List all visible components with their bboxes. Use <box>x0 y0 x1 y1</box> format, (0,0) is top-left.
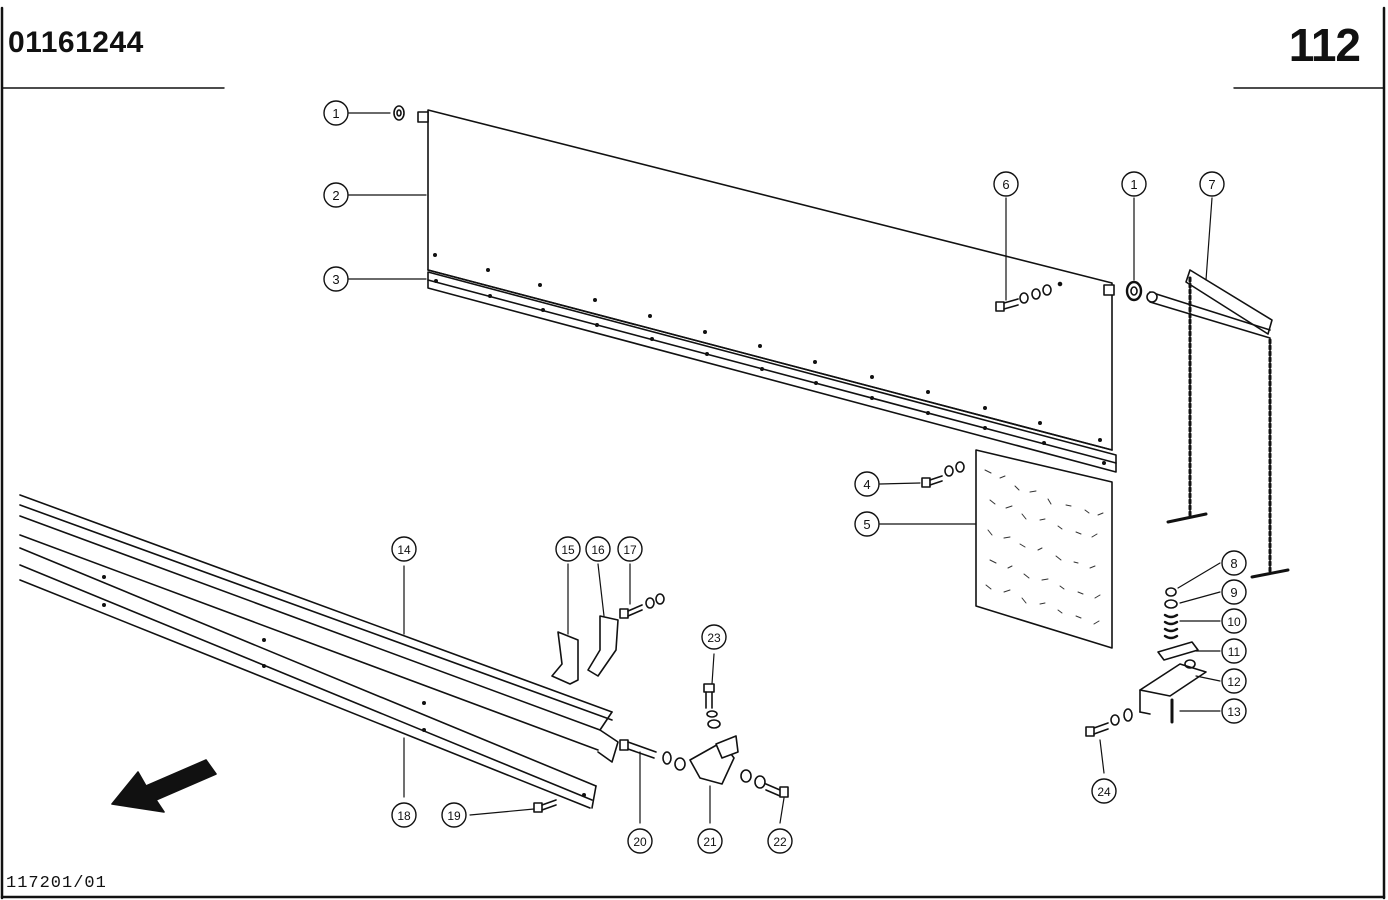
svg-text:7: 7 <box>1208 177 1215 192</box>
callout-10: 10 <box>1221 608 1247 634</box>
svg-text:21: 21 <box>703 835 717 849</box>
callout-8: 8 <box>1221 550 1247 576</box>
part-bolt-23 <box>703 683 721 729</box>
svg-text:13: 13 <box>1227 705 1241 719</box>
callout-7: 7 <box>1199 171 1225 197</box>
callout-9: 9 <box>1221 579 1247 605</box>
part-bracket-16 <box>587 615 619 677</box>
part-rail-14 <box>19 494 619 763</box>
svg-text:14: 14 <box>397 543 411 557</box>
document-number: 01161244 <box>8 26 144 59</box>
svg-text:17: 17 <box>623 543 637 557</box>
callout-14: 14 <box>391 536 417 562</box>
svg-text:2: 2 <box>332 188 339 203</box>
part-washer-1 <box>393 105 1143 302</box>
parts-bracket-group-8-13 <box>1139 587 1207 724</box>
part-flap-5 <box>975 449 1113 649</box>
svg-text:18: 18 <box>397 809 411 823</box>
panel-holes <box>433 253 1102 442</box>
part-strip-3 <box>427 271 1117 473</box>
svg-text:6: 6 <box>1002 177 1009 192</box>
part-bolt-4 <box>921 461 965 488</box>
flap-texture <box>984 469 1104 625</box>
callout-21: 21 <box>697 828 723 854</box>
svg-text:10: 10 <box>1227 615 1241 629</box>
part-screw-19 <box>533 799 557 813</box>
svg-text:12: 12 <box>1227 675 1241 689</box>
callout-3: 3 <box>323 266 349 292</box>
svg-text:22: 22 <box>773 835 787 849</box>
svg-text:3: 3 <box>332 272 339 287</box>
part-bracket-15 <box>551 631 579 685</box>
callout-17: 17 <box>617 536 643 562</box>
part-panel-2 <box>417 109 1115 451</box>
svg-text:5: 5 <box>863 517 870 532</box>
part-bolt-24 <box>1085 708 1133 737</box>
svg-text:9: 9 <box>1230 585 1237 600</box>
arrow-down-left-icon <box>111 759 217 813</box>
callout-13: 13 <box>1221 698 1247 724</box>
svg-text:24: 24 <box>1097 785 1111 799</box>
svg-text:15: 15 <box>561 543 575 557</box>
callout-markers: 1 2 3 4 5 6 1 7 8 9 10 11 12 13 14 15 16… <box>323 100 1247 854</box>
part-bolt-6 <box>995 281 1063 312</box>
part-bracket-21 <box>689 735 739 785</box>
part-bolt-20 <box>619 739 686 771</box>
callout-20: 20 <box>627 828 653 854</box>
callout-5: 5 <box>854 511 880 537</box>
part-bolt-22 <box>740 769 789 798</box>
part-chain-hook-7 <box>1146 269 1290 579</box>
callout-23: 23 <box>701 624 727 650</box>
callout-2: 2 <box>323 182 349 208</box>
part-rail-18 <box>19 547 597 809</box>
callout-1-left: 1 <box>323 100 349 126</box>
svg-text:20: 20 <box>633 835 647 849</box>
callout-11: 11 <box>1221 638 1247 664</box>
callout-1-right: 1 <box>1121 171 1147 197</box>
svg-text:11: 11 <box>1228 645 1241 659</box>
callout-24: 24 <box>1091 778 1117 804</box>
svg-text:23: 23 <box>707 631 721 645</box>
callout-12: 12 <box>1221 668 1247 694</box>
callout-15: 15 <box>555 536 581 562</box>
callout-18: 18 <box>391 802 417 828</box>
callout-16: 16 <box>585 536 611 562</box>
callout-19: 19 <box>441 802 467 828</box>
svg-text:19: 19 <box>447 809 461 823</box>
page-number: 112 <box>1288 19 1361 71</box>
svg-text:1: 1 <box>332 106 339 121</box>
svg-text:1: 1 <box>1130 177 1137 192</box>
svg-text:4: 4 <box>863 477 870 492</box>
drawing-reference: 117201/01 <box>6 874 107 893</box>
part-bolt-17 <box>619 593 665 619</box>
leader-lines <box>348 112 1221 824</box>
callout-6: 6 <box>993 171 1019 197</box>
callout-4: 4 <box>854 471 880 497</box>
callout-22: 22 <box>767 828 793 854</box>
svg-text:8: 8 <box>1230 556 1237 571</box>
svg-text:16: 16 <box>591 543 605 557</box>
page-border <box>0 6 1386 900</box>
